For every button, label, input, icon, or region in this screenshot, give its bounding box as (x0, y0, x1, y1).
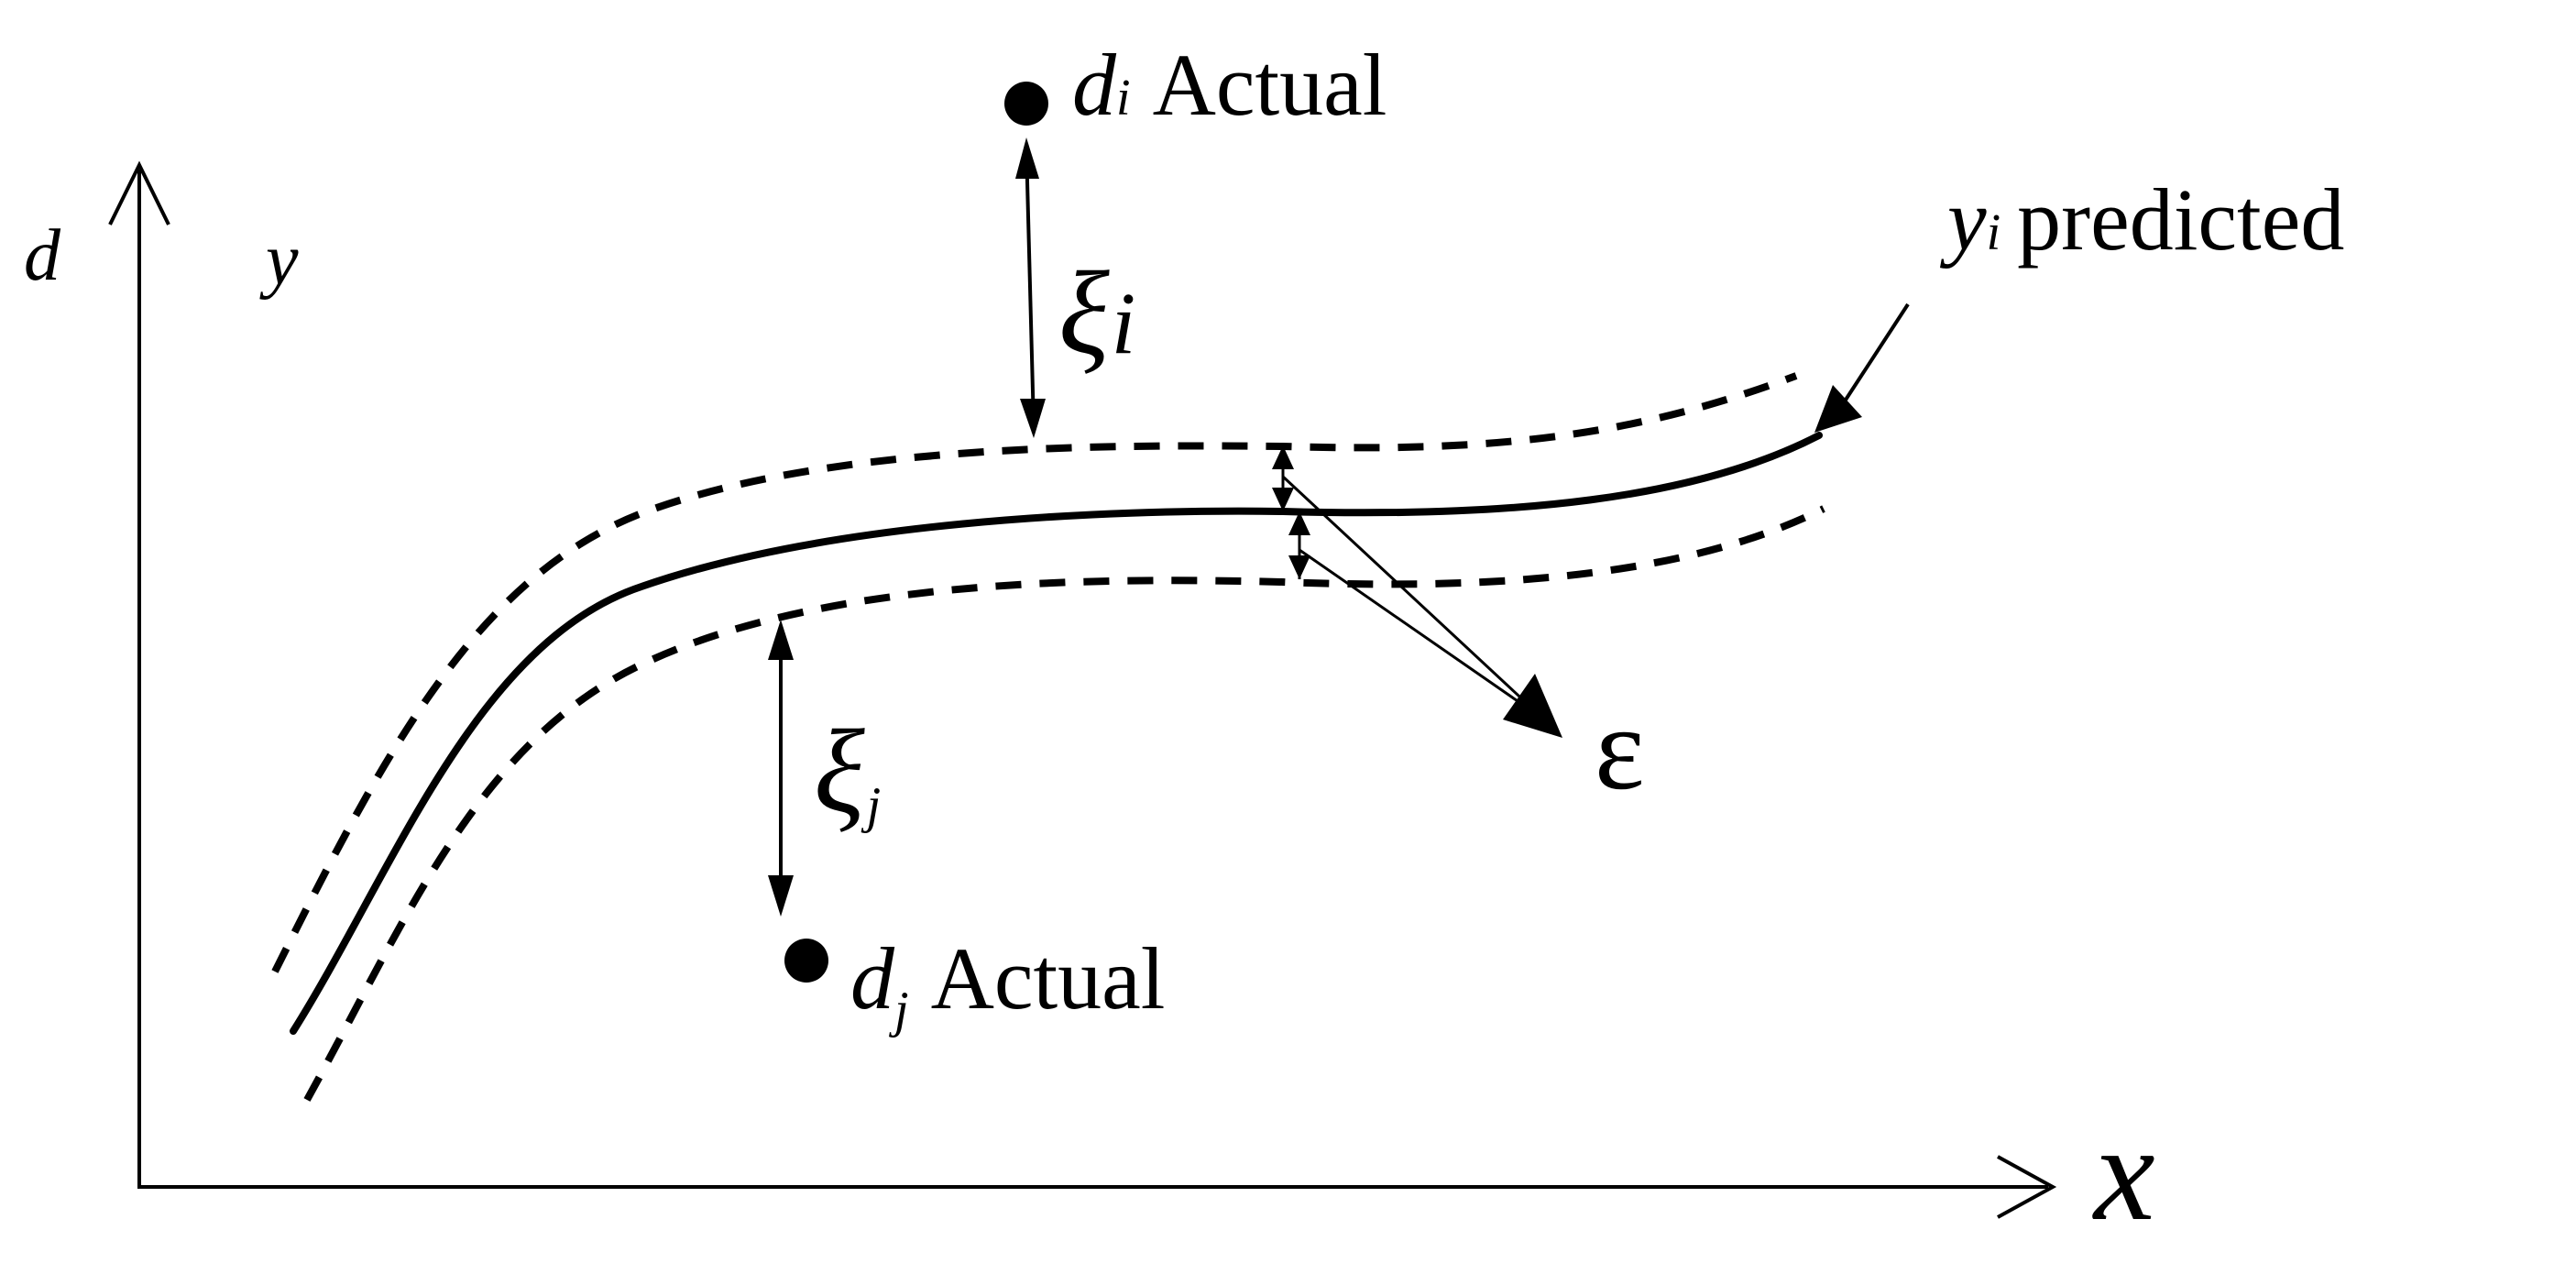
slack-j-arrow (768, 620, 794, 917)
vertical-axis-arrowhead (108, 160, 170, 225)
predicted-pointer (1814, 302, 1910, 433)
axis-label-x: x (2092, 1097, 2155, 1249)
label-xi-i: ξi (1058, 247, 1135, 379)
label-xi-j: ξj (814, 706, 881, 838)
epsilon-width-arrows (1272, 445, 1310, 579)
upper-tube-boundary (271, 372, 1798, 973)
horizontal-axis-arrowhead (1997, 1155, 2057, 1219)
point-di (1004, 82, 1048, 126)
prediction-curve (290, 432, 1823, 1035)
axes (108, 160, 2057, 1219)
axis-label-d: d (24, 215, 61, 296)
axis-label-y: y (259, 220, 299, 301)
lower-tube-boundary (303, 505, 1825, 1102)
label-epsilon: ε (1595, 683, 1645, 815)
epsilon-tube (271, 372, 1825, 1102)
epsilon-pointers (1281, 475, 1562, 738)
slack-i-arrow (1015, 137, 1046, 438)
point-dj (784, 939, 828, 983)
